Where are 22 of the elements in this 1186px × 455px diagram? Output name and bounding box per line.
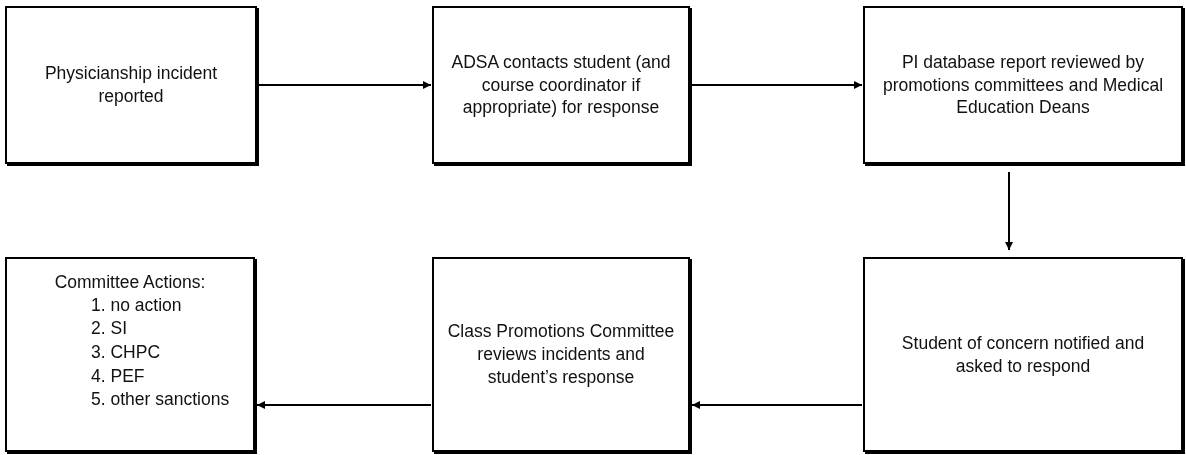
list-item: 4. PEF — [91, 364, 145, 388]
process-box — [5, 257, 255, 452]
box-text: Physicianship incident reported — [43, 62, 219, 108]
arrow — [691, 401, 863, 409]
list-item: 1. no action — [91, 293, 182, 317]
process-box — [5, 6, 257, 164]
process-box — [863, 6, 1183, 164]
list-heading: Committee Actions: — [54, 271, 206, 294]
box-text: PI database report reviewed by promotions committees and Medical Education Deans — [881, 50, 1165, 120]
arrow — [258, 81, 432, 89]
process-box — [432, 6, 690, 164]
list-item: 5. other sanctions — [91, 388, 230, 412]
box-text: ADSA contacts student (and course coordinator if appropriate) for response — [450, 50, 672, 120]
process-box — [432, 257, 690, 452]
arrow — [1005, 171, 1013, 251]
arrow — [691, 81, 863, 89]
arrow — [256, 401, 432, 409]
list-item: 2. SI — [91, 317, 127, 341]
list-item: 3. CHPC — [91, 341, 161, 364]
box-text: Student of concern notified and asked to respond — [900, 331, 1146, 378]
process-box — [863, 257, 1183, 452]
box-text: Class Promotions Committee reviews incidents and student’s response — [446, 320, 676, 389]
